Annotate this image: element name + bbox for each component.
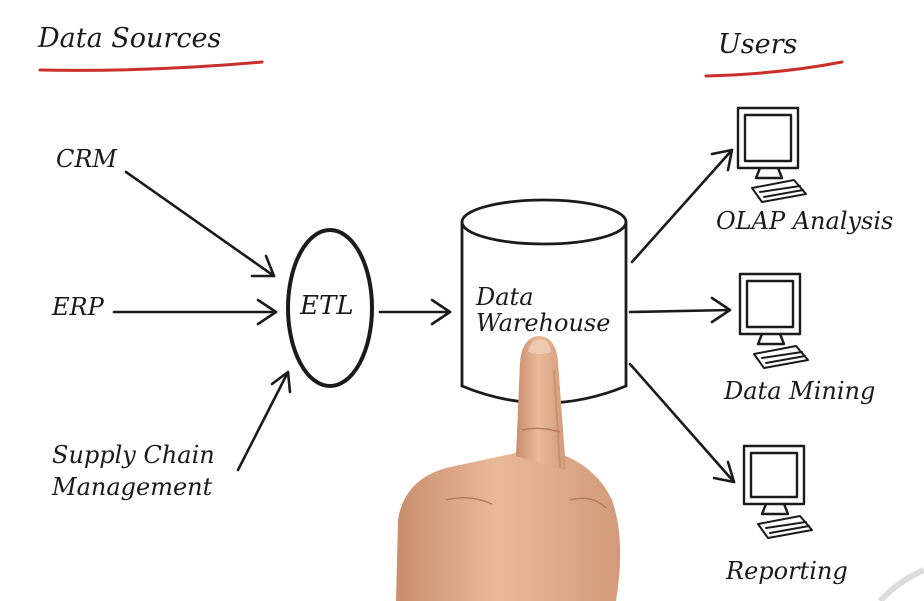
pointing-finger <box>396 336 621 601</box>
source-supply-chain-line1: Supply Chain <box>52 441 215 469</box>
computer-monitor-icon <box>736 106 800 180</box>
arrow-erp-to-etl <box>112 298 278 326</box>
keyboard-icon <box>753 345 809 369</box>
output-reporting: Reporting <box>726 557 848 585</box>
output-data-mining: Data Mining <box>724 377 876 405</box>
users-underline <box>704 60 844 78</box>
computer-monitor-icon <box>738 272 802 346</box>
warehouse-cylinder <box>460 198 628 405</box>
arrow-etl-to-warehouse <box>378 298 452 326</box>
arrow-supply-chain-to-etl <box>236 370 292 472</box>
source-crm: CRM <box>56 145 118 173</box>
etl-ellipse <box>286 228 374 388</box>
output-olap-analysis: OLAP Analysis <box>716 207 894 235</box>
header-data-sources: Data Sources <box>38 23 222 54</box>
computer-monitor-icon <box>742 444 806 516</box>
source-erp: ERP <box>52 293 104 321</box>
warehouse-label-line2: Warehouse <box>476 309 611 337</box>
keyboard-icon <box>751 179 807 203</box>
etl-label: ETL <box>300 291 354 321</box>
arrow-crm-to-etl <box>124 170 276 278</box>
arrow-warehouse-to-reporting <box>628 362 736 484</box>
warehouse-label-line1: Data <box>476 283 534 311</box>
sources-underline <box>38 60 264 72</box>
arrow-warehouse-to-mining <box>628 296 732 324</box>
source-supply-chain-line2: Management <box>52 473 213 501</box>
header-users: Users <box>718 29 798 60</box>
keyboard-icon <box>757 515 813 539</box>
arrow-warehouse-to-olap <box>630 148 734 264</box>
